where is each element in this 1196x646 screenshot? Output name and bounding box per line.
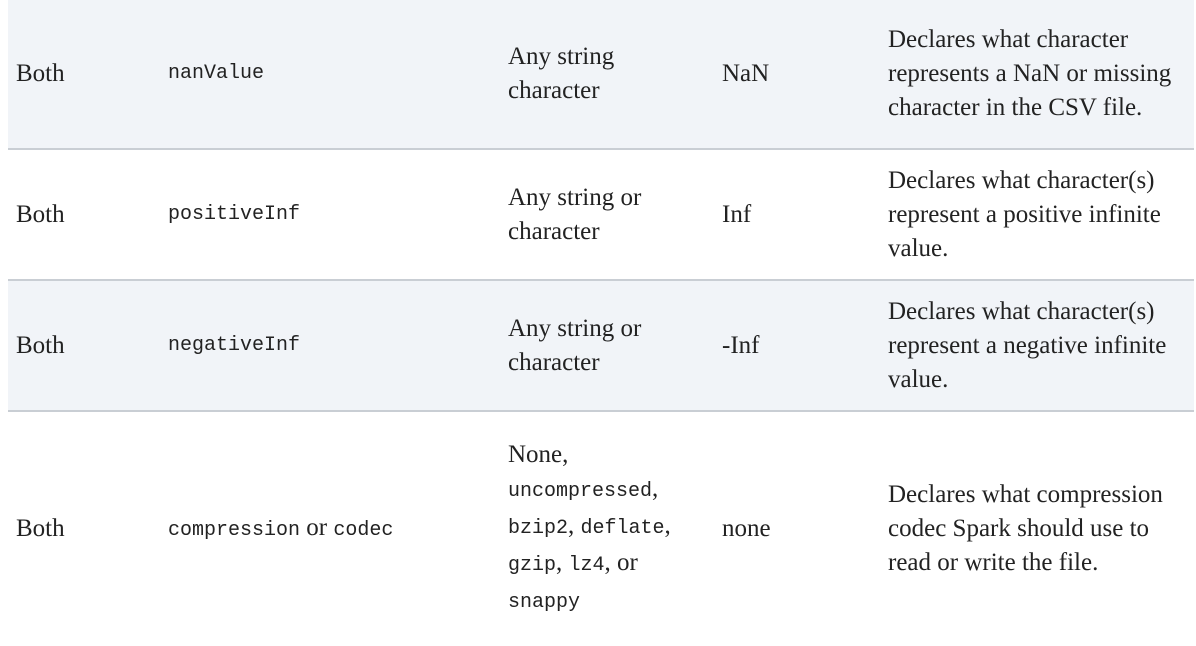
accepted-values-cell: None, uncompressed, bzip2, deflate, gzip… — [508, 441, 671, 614]
option-name-or: or — [306, 513, 328, 541]
accepted-values-cell: Any string or character — [508, 183, 642, 245]
option-name-cell: negativeInf — [168, 333, 301, 357]
accepted-values-cell: Any string character — [508, 43, 615, 104]
value-lz4: lz4 — [568, 554, 605, 577]
value-none: None, — [508, 441, 569, 468]
scope-cell: Both — [16, 515, 65, 542]
description-cell: Declares what character(s) represent a p… — [888, 166, 1161, 262]
scope-cell: Both — [16, 60, 65, 87]
value-uncompressed: uncompressed — [508, 480, 653, 503]
table-row: Both negativeInf Any string or character… — [8, 281, 1194, 412]
value-bzip2: bzip2 — [508, 517, 569, 540]
default-value-cell: none — [722, 515, 771, 542]
option-name-compression: compression — [168, 518, 301, 542]
default-value-cell: -Inf — [722, 331, 760, 359]
value-deflate: deflate — [580, 517, 665, 540]
description-cell: Declares what character represents a NaN… — [888, 26, 1172, 121]
option-name-cell: compression or codec — [168, 412, 498, 646]
table-row: Both positiveInf Any string or character… — [8, 150, 1194, 281]
option-name-cell: positiveInf — [168, 202, 301, 226]
table-row: Both compression or codec None, uncompre… — [8, 412, 1194, 646]
options-table: Both nanValue Any string character NaN D… — [8, 0, 1194, 646]
default-value-cell: NaN — [722, 60, 770, 87]
value-snappy: snappy — [508, 591, 581, 614]
default-value-cell: Inf — [722, 200, 752, 228]
description-cell: Declares what character(s) represent a n… — [888, 297, 1167, 393]
value-or: or — [617, 549, 638, 576]
description-cell: Declares what compression codec Spark sh… — [888, 481, 1163, 576]
option-name-codec: codec — [333, 518, 394, 542]
option-name-cell: nanValue — [168, 62, 265, 85]
value-gzip: gzip — [508, 554, 557, 577]
scope-cell: Both — [16, 331, 65, 359]
table-row: Both nanValue Any string character NaN D… — [8, 0, 1194, 150]
scope-cell: Both — [16, 200, 65, 228]
accepted-values-cell: Any string or character — [508, 314, 642, 376]
